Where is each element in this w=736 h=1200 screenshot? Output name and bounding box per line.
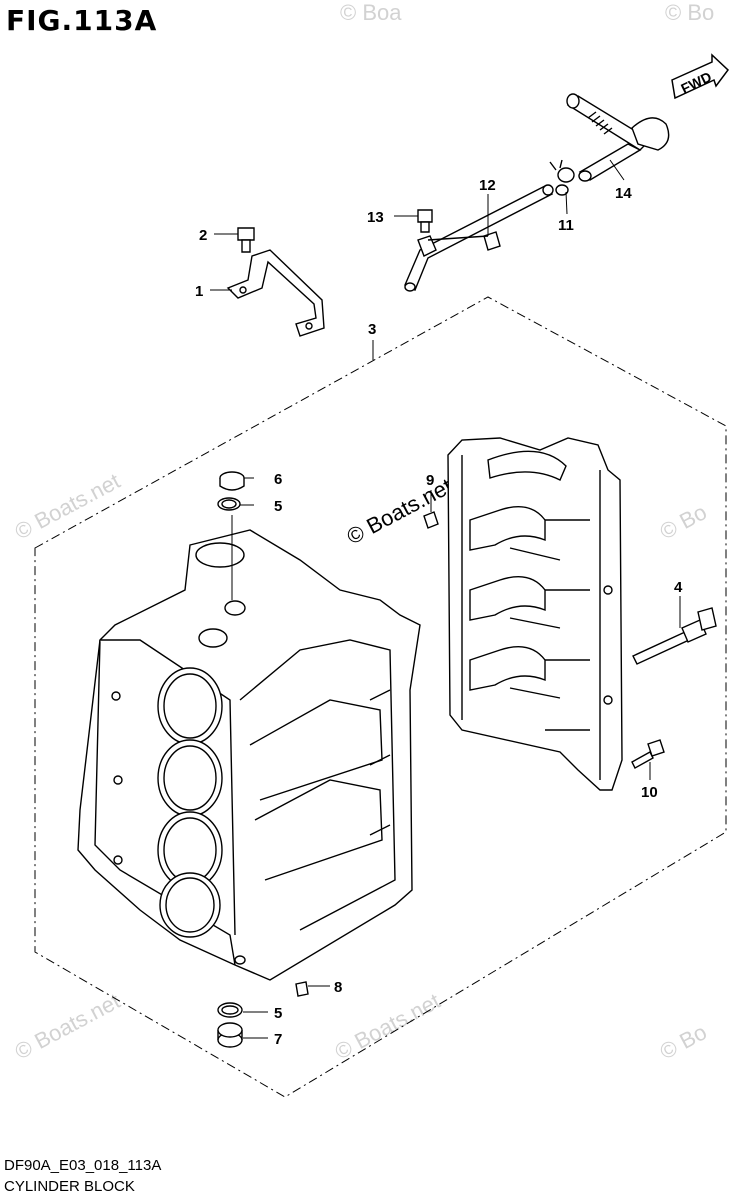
- callout-labels: 1 2 3 4 5 5 6 7 8 9 10 11 12 13 14: [195, 177, 683, 1048]
- part-3-cylinder-block: [77, 529, 421, 981]
- leader-lines: [210, 159, 681, 1039]
- watermark: © Boa: [340, 0, 402, 25]
- part-2-bolt: [237, 227, 255, 253]
- watermark: © Bo: [665, 0, 714, 25]
- part-10-bolt: [631, 739, 665, 769]
- part-9-dowel: [423, 511, 439, 529]
- watermark-center: © Boats.net: [343, 473, 457, 549]
- part-4-bolt: [632, 607, 717, 665]
- part-5-ring-top: [217, 497, 241, 511]
- watermark: © Boats.net: [11, 468, 125, 544]
- watermark: © Bo: [656, 1019, 711, 1064]
- callout-5: 5: [274, 498, 282, 515]
- part-8-plug: [295, 981, 309, 997]
- callout-10: 10: [641, 784, 658, 801]
- callout-13: 13: [367, 209, 384, 226]
- crankcase-half: [447, 437, 623, 791]
- callout-11: 11: [558, 217, 574, 234]
- callout-9: 9: [426, 472, 434, 489]
- callout-7: 7: [274, 1031, 282, 1048]
- figure-title: FIG.113A: [6, 4, 158, 37]
- callout-1: 1: [195, 283, 203, 300]
- fwd-label: FWD: [678, 68, 714, 96]
- callout-2: 2: [199, 227, 207, 244]
- callout-3: 3: [368, 321, 376, 338]
- part-7-plug: [217, 1022, 243, 1048]
- watermark: © Bo: [656, 499, 711, 544]
- part-12-pipe: [404, 184, 554, 292]
- part-5-ring-bottom: [217, 1002, 243, 1018]
- part-14-tube: [566, 93, 670, 182]
- part-13-bolt: [417, 209, 433, 233]
- part-11-clamp: [549, 159, 575, 196]
- figure-caption: CYLINDER BLOCK: [4, 1178, 135, 1195]
- callout-14: 14: [615, 185, 632, 202]
- assembly-outline: [34, 296, 727, 1098]
- part-1-bracket: [226, 249, 325, 337]
- watermark: © Boats.net: [11, 988, 125, 1064]
- figure-code: DF90A_E03_018_113A: [4, 1157, 162, 1174]
- callout-5: 5: [274, 1005, 282, 1022]
- watermark: © Boats.net: [331, 988, 445, 1064]
- callout-6: 6: [274, 471, 282, 488]
- callout-12: 12: [479, 177, 496, 194]
- callout-4: 4: [674, 579, 683, 596]
- fwd-arrow: FWD: [671, 53, 730, 100]
- part-6-plug: [219, 471, 245, 491]
- callout-8: 8: [334, 979, 342, 996]
